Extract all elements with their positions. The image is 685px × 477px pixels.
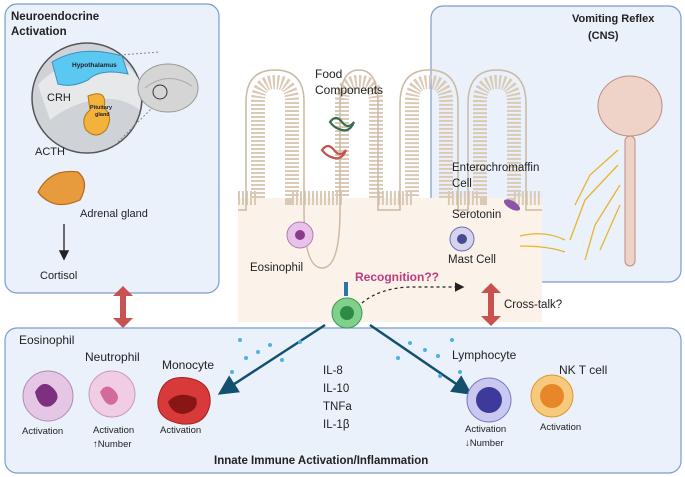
innate-immune-panel <box>4 327 682 474</box>
neutrophil-activation: Activation <box>93 425 135 436</box>
crosstalk-label: Cross-talk? <box>504 299 563 311</box>
neuro-immune-double-arrow <box>113 286 133 328</box>
recognition-label: Recognition?? <box>355 270 439 284</box>
lymphocyte-label: Lymphocyte <box>452 348 517 362</box>
food-label-line1: Food <box>315 67 343 81</box>
cns-illustration <box>519 75 663 267</box>
enterochromaffin-cell-shape <box>503 199 521 211</box>
innate-immune-footer: Innate Immune Activation/Inflammation <box>214 455 429 467</box>
neutrophil-number: ↑Number <box>93 439 132 450</box>
arrow-to-lymphocyte <box>369 323 473 395</box>
eosinophil-label: Eosinophil <box>19 333 75 347</box>
enterochromaffin-label-line1: Enterochromaffin <box>452 162 540 174</box>
lymphocyte-number: ↓Number <box>465 438 504 449</box>
cytokine-dots <box>230 338 462 378</box>
gut-eosinophil-label: Eosinophil <box>250 262 304 274</box>
nkt-label: NK T cell <box>559 363 608 377</box>
neuro-title-line2: Activation <box>11 26 67 38</box>
pituitary-label-line2: gland <box>95 112 110 118</box>
adrenal-gland-shape <box>37 170 86 206</box>
cytokine-0: IL-8 <box>323 365 343 377</box>
monocyte-activation: Activation <box>160 425 202 436</box>
monocyte-label: Monocyte <box>162 358 215 372</box>
pituitary-label-line1: Pituitary <box>90 105 113 111</box>
eosinophil-activation: Activation <box>22 426 64 437</box>
vomiting-title-line1: Vomiting Reflex <box>572 13 655 25</box>
food-particles <box>320 116 356 160</box>
food-label-line2: Components <box>315 83 384 97</box>
lymphocyte-activation: Activation <box>465 424 507 435</box>
cortisol-label: Cortisol <box>40 270 78 282</box>
serotonin-label: Serotonin <box>452 209 502 221</box>
brain-sagittal-illustration <box>31 42 199 154</box>
enterochromaffin-label-line2: Cell <box>452 178 472 190</box>
mast-cell-label: Mast Cell <box>448 254 496 266</box>
vomiting-title-line2: (CNS) <box>588 30 619 42</box>
neutrophil-label: Neutrophil <box>85 350 140 364</box>
cytokine-2: TNFa <box>323 401 352 413</box>
nkt-activation: Activation <box>540 422 582 433</box>
arrow-to-monocyte <box>217 323 326 395</box>
adrenal-label: Adrenal gland <box>80 208 148 220</box>
hypothalamus-label: Hypothalamus <box>72 62 117 69</box>
crosstalk-double-arrow <box>481 283 501 326</box>
cytokine-3: IL-1β <box>323 419 350 431</box>
cytokine-1: IL-10 <box>323 383 350 395</box>
crh-label: CRH <box>47 92 71 104</box>
acth-label: ACTH <box>35 146 65 158</box>
neuro-title-line1: Neuroendocrine <box>11 11 100 23</box>
